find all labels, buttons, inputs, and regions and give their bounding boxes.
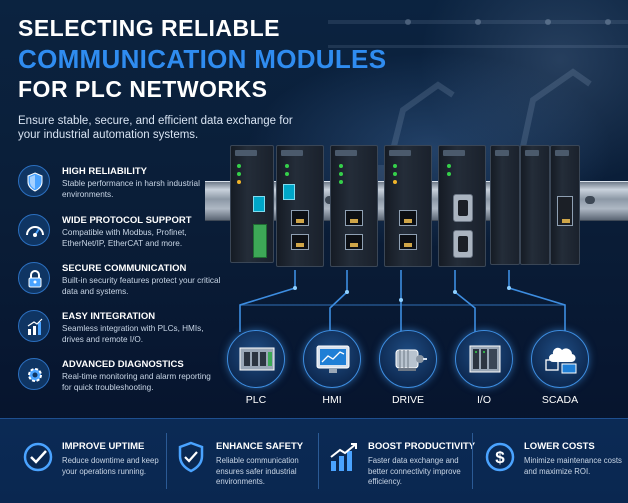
device-label: I/O bbox=[476, 394, 491, 406]
feature-title: ADVANCED DIAGNOSTICS bbox=[62, 359, 184, 370]
lock-icon bbox=[18, 262, 50, 294]
benefit-desc: Minimize maintenance costs and maximize … bbox=[524, 456, 622, 476]
feature-title: HIGH RELIABILITY bbox=[62, 166, 147, 177]
feature-desc: Real-time monitoring and alarm reporting… bbox=[62, 372, 211, 392]
benefit-improve-uptime: IMPROVE UPTIME Reduce downtime and keep … bbox=[22, 419, 172, 503]
feature-item-easy-integration: EASY INTEGRATION Seamless integration wi… bbox=[18, 310, 218, 356]
benefit-lower-costs: $ LOWER COSTS Minimize maintenance costs… bbox=[484, 419, 624, 503]
title-line-2: COMMUNICATION MODULES bbox=[18, 44, 387, 74]
benefit-desc: Reduce downtime and keep your operations… bbox=[62, 456, 159, 476]
feature-item-protocol-support: WIDE PROTOCOL SUPPORT Compatible with Mo… bbox=[18, 214, 218, 260]
benefit-title: IMPROVE UPTIME bbox=[62, 441, 145, 452]
plc-icon bbox=[227, 330, 285, 388]
cpu-module bbox=[230, 145, 274, 263]
growth-chart-icon bbox=[330, 443, 357, 471]
svg-text:$: $ bbox=[495, 448, 505, 467]
gauge-icon bbox=[18, 214, 50, 246]
feature-desc: Built-in security features protect your … bbox=[62, 276, 221, 296]
title-line-1: SELECTING RELIABLE bbox=[18, 15, 281, 41]
feature-title: EASY INTEGRATION bbox=[62, 311, 156, 322]
serial-module bbox=[438, 145, 486, 267]
title-line-3: FOR PLC NETWORKS bbox=[18, 76, 268, 102]
shield-check-icon bbox=[178, 441, 204, 473]
device-label: SCADA bbox=[541, 394, 579, 406]
feature-desc: Stable performance in harsh industrial e… bbox=[62, 179, 200, 199]
device-label: HMI bbox=[322, 394, 342, 406]
benefit-enhance-safety: ENHANCE SAFETY Reliable communication en… bbox=[176, 419, 326, 503]
device-scada: SCADA bbox=[531, 330, 589, 406]
benefit-title: ENHANCE SAFETY bbox=[216, 441, 304, 452]
bar-chart-icon bbox=[18, 310, 50, 342]
check-circle-icon bbox=[23, 442, 53, 472]
benefits-bar: IMPROVE UPTIME Reduce downtime and keep … bbox=[0, 418, 628, 503]
device-drive: DRIVE bbox=[379, 330, 437, 406]
benefit-desc: Reliable communication ensures safer ind… bbox=[216, 456, 299, 486]
device-hmi: HMI bbox=[303, 330, 361, 406]
feature-title: WIDE PROTOCOL SUPPORT bbox=[62, 215, 192, 226]
ethernet-module-3 bbox=[384, 145, 432, 267]
network-connections bbox=[239, 270, 566, 332]
ethernet-module-1 bbox=[276, 145, 324, 267]
io-module-slice-1 bbox=[490, 145, 520, 265]
device-row: PLC HMI DRIVE I/O SCADA bbox=[0, 330, 628, 410]
feature-title: SECURE COMMUNICATION bbox=[62, 263, 187, 274]
benefit-title: BOOST PRODUCTIVITY bbox=[368, 441, 476, 452]
ethernet-module-2 bbox=[330, 145, 378, 267]
feature-item-advanced-diagnostics: ADVANCED DIAGNOSTICS Real-time monitorin… bbox=[18, 358, 218, 404]
feature-item-secure-communication: SECURE COMMUNICATION Built-in security f… bbox=[18, 262, 220, 308]
cloud-monitor-icon bbox=[531, 330, 589, 388]
io-module-slice-3 bbox=[550, 145, 580, 265]
feature-desc: Compatible with Modbus, Profinet, EtherN… bbox=[62, 228, 187, 248]
io-module-slice-2 bbox=[520, 145, 550, 265]
device-label: DRIVE bbox=[391, 394, 425, 406]
feature-item-high-reliability: HIGH RELIABILITY Stable performance in h… bbox=[18, 165, 218, 211]
device-io: I/O bbox=[455, 330, 513, 406]
device-plc: PLC bbox=[227, 330, 285, 406]
device-label: PLC bbox=[245, 394, 267, 406]
benefit-boost-productivity: BOOST PRODUCTIVITY Faster data exchange … bbox=[328, 419, 478, 503]
subtitle: Ensure stable, secure, and efficient dat… bbox=[18, 115, 293, 141]
title-block: SELECTING RELIABLE COMMUNICATION MODULES… bbox=[18, 14, 386, 104]
motor-icon bbox=[379, 330, 437, 388]
shield-icon bbox=[18, 165, 50, 197]
benefit-title: LOWER COSTS bbox=[524, 441, 595, 452]
benefit-desc: Faster data exchange and better connecti… bbox=[368, 456, 461, 486]
gear-icon bbox=[18, 358, 50, 390]
hmi-icon bbox=[303, 330, 361, 388]
io-module-icon bbox=[455, 330, 513, 388]
feature-desc: Seamless integration with PLCs, HMIs, dr… bbox=[62, 324, 204, 344]
dollar-icon: $ bbox=[485, 442, 515, 472]
